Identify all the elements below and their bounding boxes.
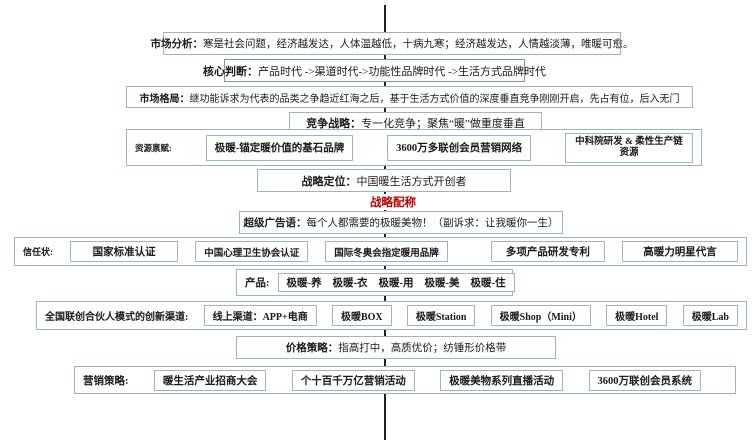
competition-strategy-box: 竞争战略：专一化竞争；聚焦“暖”做重度垂直 [289, 112, 542, 134]
slogan-label: 超级广告语： [243, 218, 307, 229]
marketing-item-box: 个十百千万亿营销活动 [291, 369, 415, 391]
marketing-item-box: 暖生活产业招商大会 [153, 369, 267, 391]
market-analysis-text: 寒是社会问题，经济越发达，人体温越低，十病九寒；经济越发达，人情越淡薄，唯暖可愈… [203, 39, 634, 50]
trust-label: 信任状: [23, 247, 53, 257]
channel-item-box: 极暖BOX [331, 305, 392, 326]
trust-item-box: 中国心理卫生协会认证 [195, 241, 309, 262]
pricing-label: 价格策略： [285, 343, 339, 354]
resources-label: 资源禀赋: [135, 142, 172, 153]
product-item: 极暖-住 [470, 278, 506, 289]
channel-item-box: 极暖Lab [682, 305, 738, 326]
competition-strategy-label: 竞争战略： [306, 118, 362, 130]
core-judgment-box: 核心判断：产品时代 ->渠道时代->功能性品牌时代 ->生活方式品牌时代 [203, 59, 546, 82]
marketing-item-box: 3600万联创会员系统 [588, 369, 701, 391]
product-item: 极暖-衣 [332, 278, 368, 289]
core-judgment-text: 产品时代 ->渠道时代->功能性品牌时代 ->生活方式品牌时代 [257, 65, 547, 78]
core-judgment-label: 核心判断： [202, 65, 258, 78]
product-item: 极暖-用 [378, 278, 414, 289]
resource-item-box: 3600万多联创会员营销网络 [387, 134, 532, 161]
products-item-box: 极暖-养 极暖-衣 极暖-用 极暖-美 极暖-住 [277, 273, 515, 292]
trust-item-box: 高暖力明星代言 [622, 241, 738, 262]
marketing-row: 营销策略: 暖生活产业招商大会 个十百千万亿营销活动 极暖美物系列直播活动 36… [74, 366, 736, 394]
trust-item-box: 国际冬奥会指定暖用品牌 [325, 241, 448, 262]
resources-row: 资源禀赋: 极暖-锚定暖价值的基石品牌 3600万多联创会员营销网络 中科院研发… [126, 129, 702, 166]
channel-item-box: 极暖Shop（Mini） [490, 305, 591, 326]
slogan-box: 超级广告语：每个人都需要的极暖美物！（副诉求：让我暖你一生） [239, 211, 563, 234]
resource-item-box: 极暖-锚定暖价值的基石品牌 [205, 134, 354, 161]
market-pattern-box: 市场格局：继功能诉求为代表的品类之争趋近红海之后，基于生活方式价值的深度垂直竞争… [126, 86, 693, 108]
slogan-text: 每个人都需要的极暖美物！（副诉求：让我暖你一生） [306, 218, 559, 229]
market-analysis-label: 市场分析： [150, 39, 204, 50]
trust-item-box: 国家标准认证 [70, 241, 179, 262]
channels-label: 全国联创合伙人模式的创新渠道: [45, 312, 189, 323]
product-item: 极暖-养 [286, 278, 322, 289]
trust-row: 信任状: 国家标准认证 中国心理卫生协会认证 国际冬奥会指定暖用品牌 多项产品研… [14, 237, 747, 266]
market-analysis-box: 市场分析：寒是社会问题，经济越发达，人体温越低，十病九寒；经济越发达，人情越淡薄… [151, 32, 634, 55]
trust-item-box: 多项产品研发专利 [490, 241, 605, 262]
positioning-text: 中国暖生活方式开创者 [356, 175, 467, 188]
products-label: 产品: [245, 278, 270, 289]
pricing-box: 价格策略：指高打中，高质优价；纺锤形价格带 [236, 336, 556, 359]
marketing-item-box: 极暖美物系列直播活动 [440, 369, 564, 391]
strategy-matching-label: 战略配称 [334, 194, 452, 210]
market-pattern-text: 继功能诉求为代表的品类之争趋近红海之后，基于生活方式价值的深度垂直竞争刚刚开启，… [189, 93, 680, 105]
market-pattern-label: 市场格局： [139, 93, 190, 105]
marketing-label: 营销策略: [83, 375, 129, 387]
positioning-label: 战略定位： [301, 175, 357, 188]
competition-strategy-text: 专一化竞争；聚焦“暖”做重度垂直 [361, 118, 525, 130]
product-item: 极暖-美 [424, 278, 460, 289]
products-row: 产品: 极暖-养 极暖-衣 极暖-用 极暖-美 极暖-住 [236, 269, 515, 296]
channel-item-box: 线上渠道：APP+电商 [203, 305, 317, 326]
resource-item-box: 中科院研发 & 柔性生产链资源 [564, 132, 693, 163]
channels-row: 全国联创合伙人模式的创新渠道: 线上渠道：APP+电商 极暖BOX 极暖Stat… [36, 301, 747, 330]
channel-item-box: 极暖Station [406, 305, 476, 326]
channel-item-box: 极暖Hotel [606, 305, 668, 326]
pricing-text: 指高打中，高质优价；纺锤形价格带 [338, 343, 507, 354]
positioning-box: 战略定位：中国暖生活方式开创者 [257, 169, 511, 192]
